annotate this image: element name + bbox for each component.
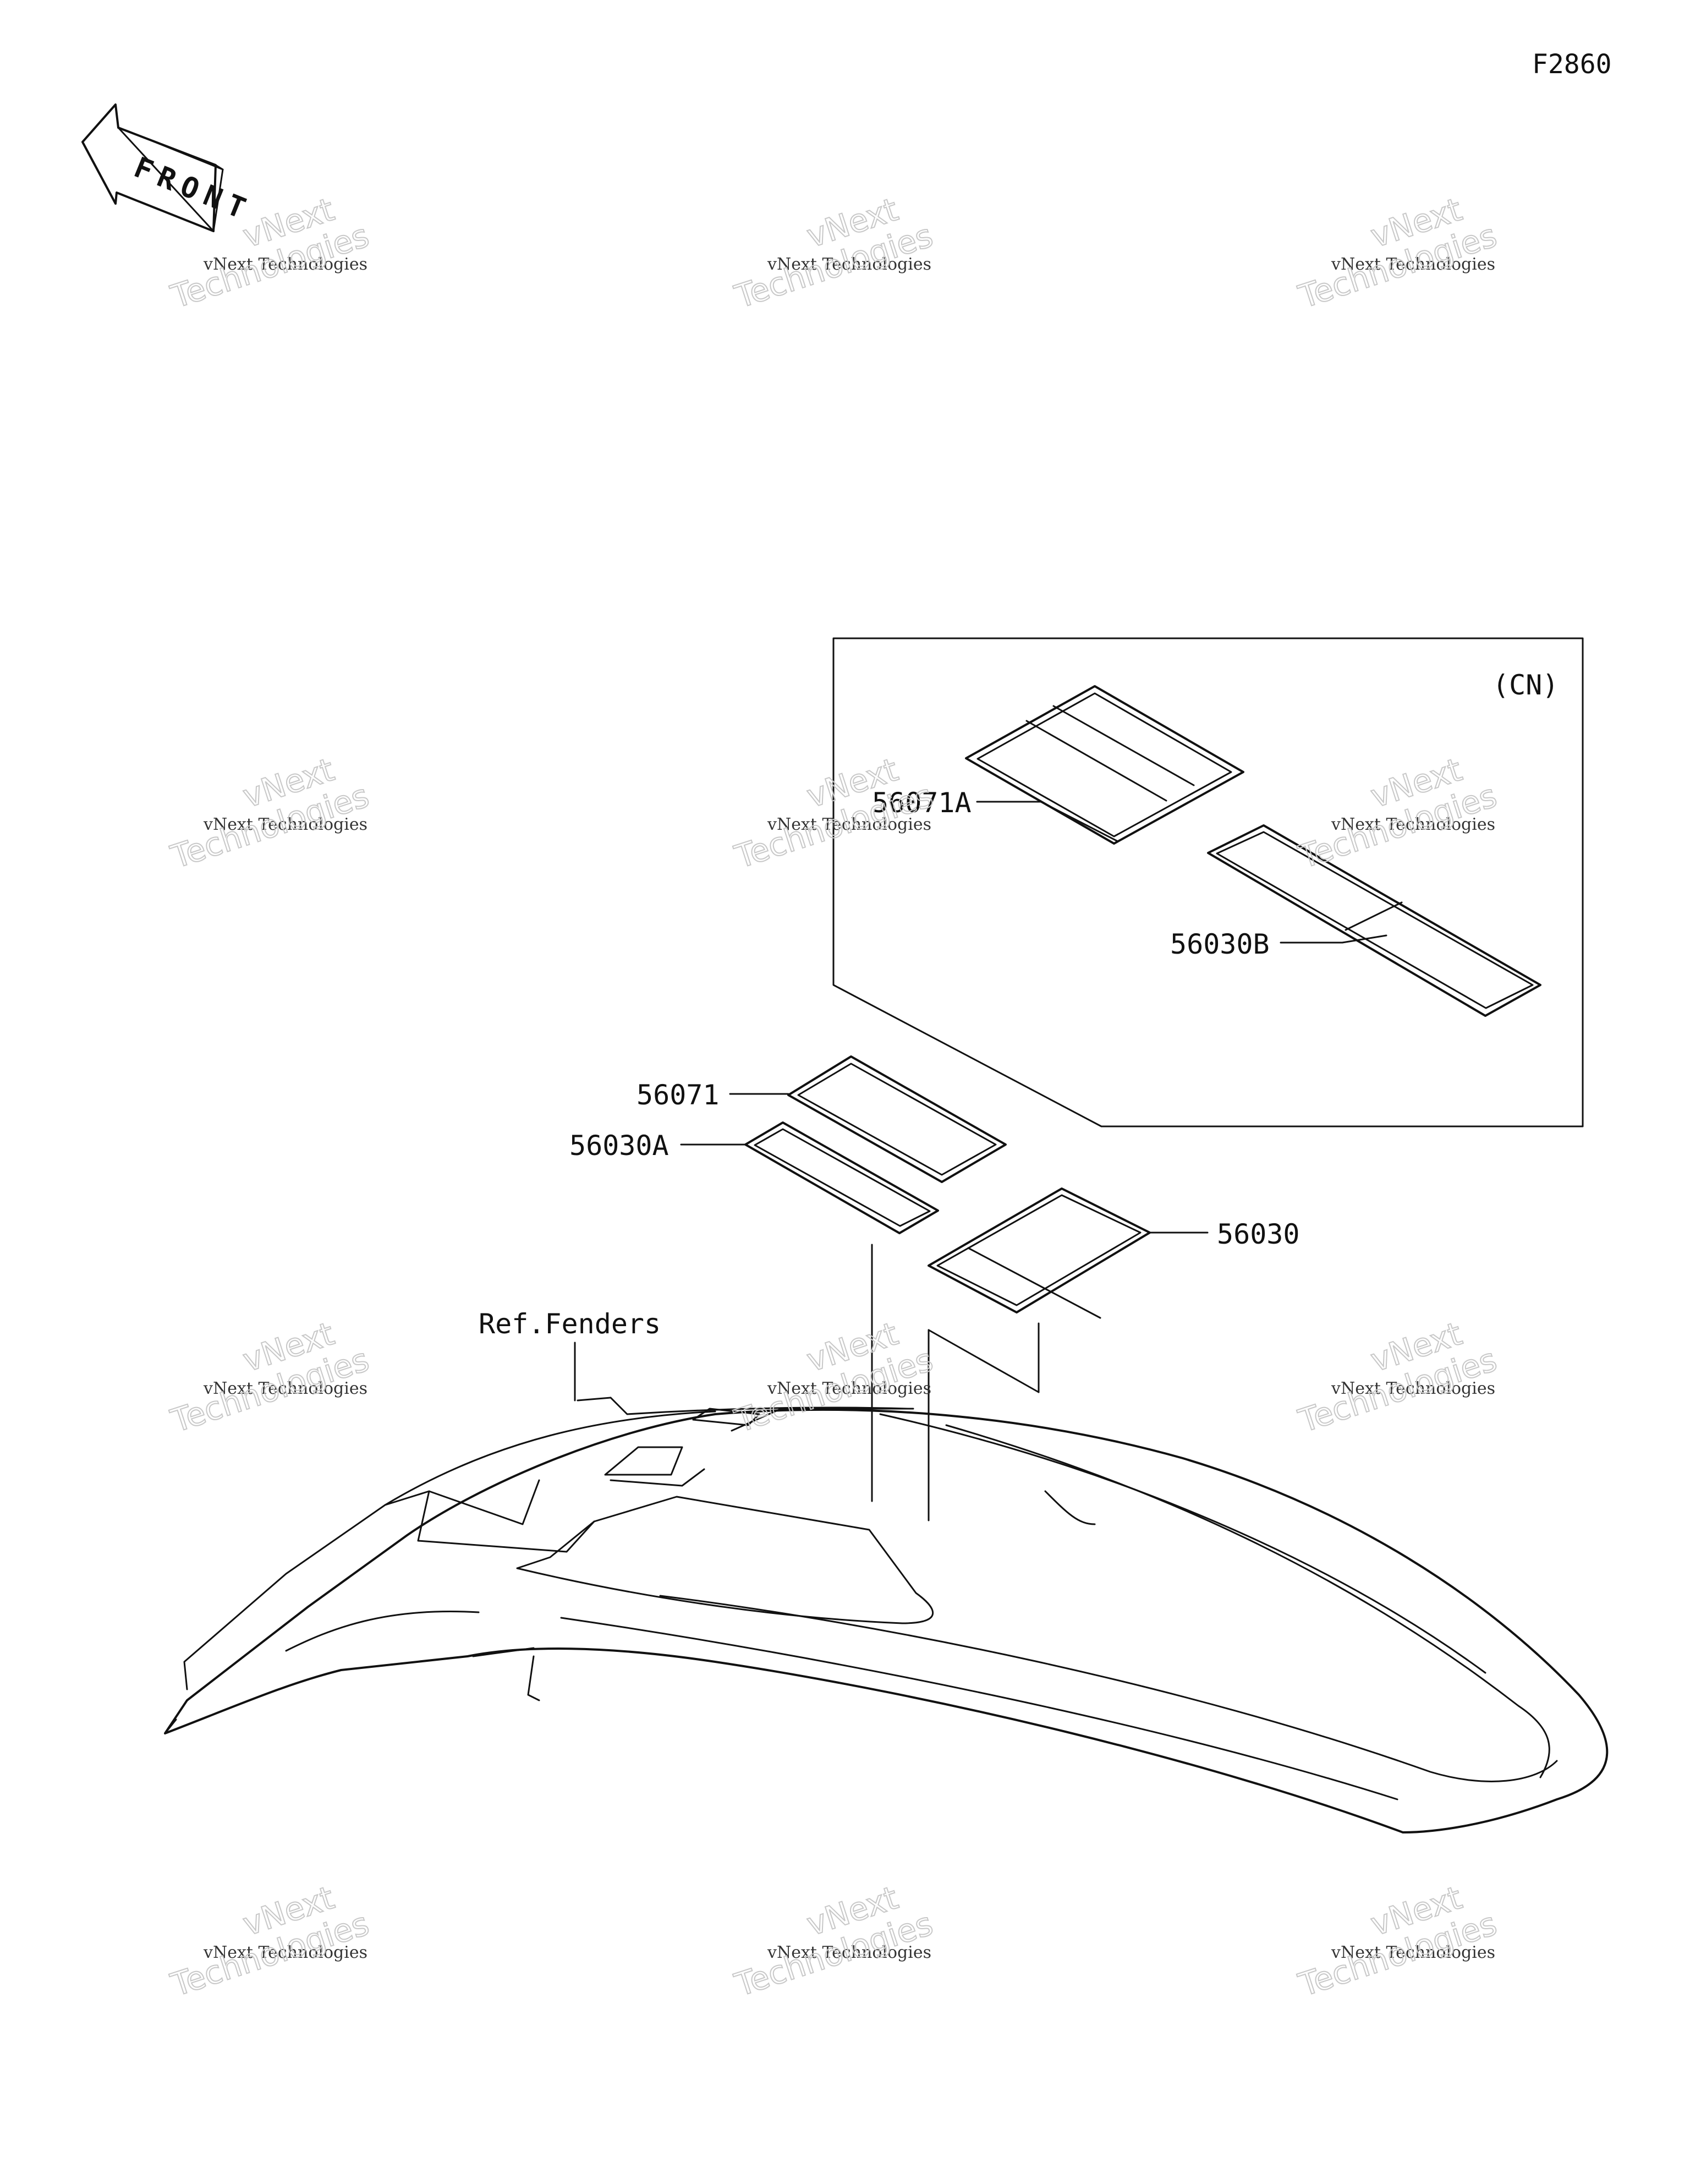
label-sticker-56030B xyxy=(1207,824,1541,1017)
watermark-text: vNext Technologies xyxy=(1331,1943,1495,1962)
watermark: vNext Technologies vNext Technologies xyxy=(1293,750,1501,876)
watermark-text: vNext Technologies xyxy=(203,815,367,834)
watermark-text: vNext Technologies xyxy=(767,1379,931,1398)
rear-fender-drawing xyxy=(164,1397,1609,1833)
watermark: vNext Technologies vNext Technologies xyxy=(1293,1314,1501,1440)
watermark-text: vNext Technologies xyxy=(203,1379,367,1398)
watermarks: vNext Technologies vNext Technologies vN… xyxy=(166,190,1501,2004)
front-arrow-text: FRONT xyxy=(129,151,257,228)
watermark-text: vNext Technologies xyxy=(1331,1379,1495,1398)
front-direction-arrow-icon: FRONT xyxy=(81,103,257,232)
watermark-text: vNext Technologies xyxy=(1331,815,1495,834)
part-number-56030: 56030 xyxy=(1217,1218,1300,1250)
watermark-text: vNext Technologies xyxy=(203,1943,367,1962)
watermark: vNext Technologies vNext Technologies xyxy=(729,190,937,316)
watermark: vNext Technologies vNext Technologies xyxy=(166,1878,374,2004)
watermark: vNext Technologies vNext Technologies xyxy=(166,190,374,316)
watermark: vNext Technologies vNext Technologies xyxy=(729,1878,937,2004)
reference-fenders: Ref.Fenders xyxy=(479,1308,661,1340)
watermark: vNext Technologies vNext Technologies xyxy=(1293,1878,1501,2004)
watermark-text: vNext Technologies xyxy=(767,255,931,274)
region-label-cn: (CN) xyxy=(1493,669,1559,701)
watermark-text: vNext Technologies xyxy=(767,1943,931,1962)
label-sticker-56071 xyxy=(787,1055,1007,1183)
watermark: vNext Technologies vNext Technologies xyxy=(1293,190,1501,316)
watermark: vNext Technologies vNext Technologies xyxy=(166,1314,374,1440)
watermark-text: vNext Technologies xyxy=(1331,255,1495,274)
label-sticker-56030A xyxy=(744,1121,939,1234)
watermark-text: vNext Technologies xyxy=(767,815,931,834)
part-number-56071A: 56071A xyxy=(872,787,972,819)
cn-variant-box: (CN) 56071A 56030B xyxy=(832,637,1584,1127)
watermark: vNext Technologies vNext Technologies xyxy=(166,750,374,876)
label-sticker-56071A xyxy=(965,685,1244,845)
part-number-56071: 56071 xyxy=(637,1079,720,1111)
watermark-text: vNext Technologies xyxy=(203,255,367,274)
figure-id: F2860 xyxy=(1532,49,1612,80)
label-sticker-56030 xyxy=(928,1187,1151,1319)
part-number-56030A: 56030A xyxy=(569,1130,669,1162)
part-number-56030B: 56030B xyxy=(1170,928,1270,960)
watermark: vNext Technologies vNext Technologies xyxy=(729,1314,937,1440)
